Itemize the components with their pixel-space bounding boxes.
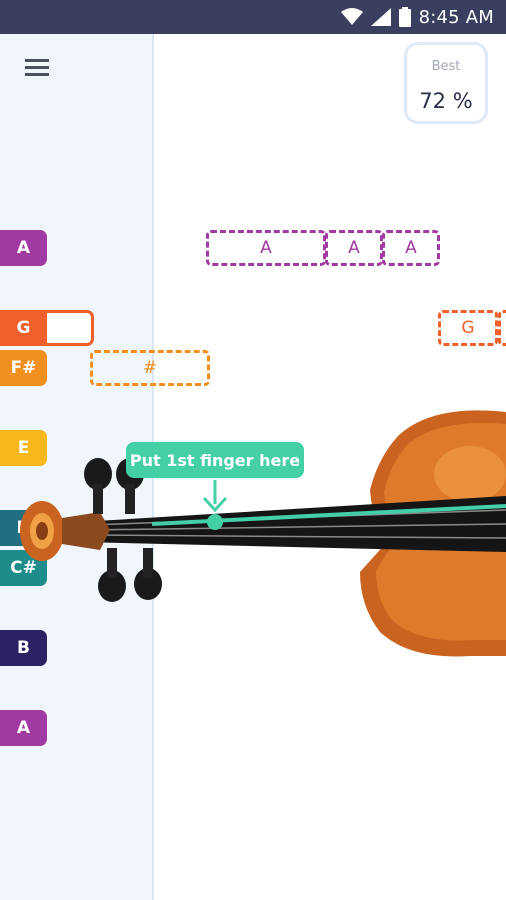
- note-label: C#: [10, 558, 37, 578]
- hamburger-menu-icon: [25, 59, 49, 76]
- battery-icon: [398, 7, 411, 27]
- wifi-icon: [340, 8, 363, 25]
- note-label: G: [16, 318, 31, 338]
- track-a-2: A: [325, 230, 383, 266]
- track-a-1: A: [206, 230, 326, 266]
- finger-target-dot[interactable]: [207, 514, 223, 530]
- note-label: A: [16, 238, 31, 258]
- track-label: A: [348, 238, 360, 258]
- status-bar: 8:45 AM: [0, 0, 506, 34]
- track-g-next: [498, 310, 506, 346]
- finger-callout: Put 1st finger here: [126, 442, 304, 478]
- note-label: E: [17, 438, 30, 458]
- best-value: 72 %: [419, 89, 473, 113]
- note-g: G: [0, 310, 94, 346]
- main-area: Best 72 % A G F# E D C# B A A A A # G: [0, 34, 506, 900]
- note-a-high: A: [0, 230, 47, 266]
- note-label: F#: [10, 358, 37, 378]
- track-label: G: [461, 318, 475, 338]
- menu-button[interactable]: [22, 54, 52, 80]
- best-label: Best: [431, 59, 461, 74]
- track-a-3: A: [382, 230, 440, 266]
- track-label: A: [260, 238, 272, 258]
- note-f-sharp: F#: [0, 350, 47, 386]
- note-a-low: A: [0, 710, 47, 746]
- note-label: B: [17, 638, 30, 658]
- status-time: 8:45 AM: [418, 6, 494, 28]
- callout-text: Put 1st finger here: [129, 450, 301, 470]
- status-icons: 8:45 AM: [340, 4, 494, 30]
- track-g: G: [438, 310, 498, 346]
- note-b: B: [0, 630, 47, 666]
- note-c-sharp: C#: [0, 550, 47, 586]
- track-label: #: [142, 358, 158, 378]
- signal-icon: [370, 8, 391, 26]
- note-label: A: [16, 718, 31, 738]
- best-score-card: Best 72 %: [404, 42, 488, 124]
- track-f-sharp: #: [90, 350, 210, 386]
- track-label: A: [405, 238, 417, 258]
- note-e: E: [0, 430, 47, 466]
- violin-illustration: [20, 410, 506, 657]
